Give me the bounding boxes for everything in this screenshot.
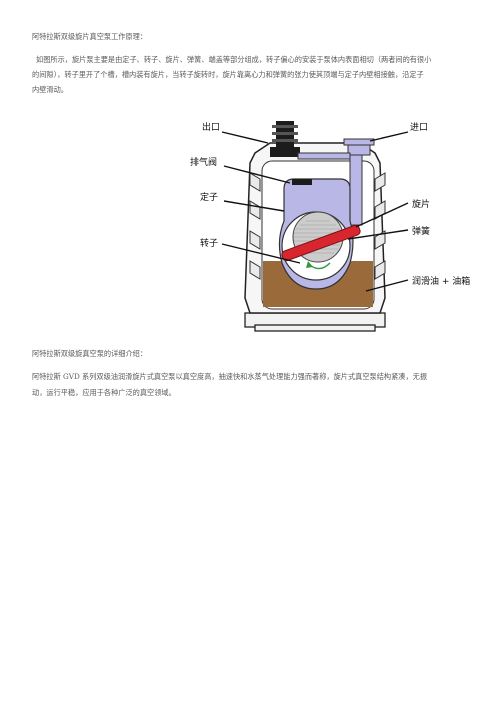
leader-line-oil bbox=[365, 279, 409, 292]
label-spring: 弹簧 bbox=[412, 225, 430, 237]
label-rotor: 转子 bbox=[200, 237, 218, 249]
principle-paragraph-line-3: 内壁滑动。 bbox=[32, 85, 68, 94]
vane bbox=[281, 224, 361, 262]
pump-base-foot bbox=[254, 324, 376, 332]
cooling-fins-left bbox=[249, 172, 261, 280]
intro-heading: 阿特拉斯双级旋真空泵的详细介绍： bbox=[32, 349, 148, 358]
inlet-pipe bbox=[297, 138, 375, 226]
label-inlet: 进口 bbox=[410, 122, 428, 133]
leader-line-spring bbox=[347, 229, 409, 240]
vacuum-pump-diagram: 出口 进口 排气阀 定子 旋片 弹簧 转子 润滑油 + 油箱 bbox=[190, 121, 470, 332]
outlet-pipe bbox=[270, 121, 300, 157]
cooling-fins-right bbox=[374, 172, 386, 280]
rotation-arrowhead-icon bbox=[306, 261, 313, 268]
leader-line-stator bbox=[223, 200, 285, 212]
principle-paragraph-line-2: 的间隙），转子里开了个槽，槽内装有旋片，当转子旋转时，旋片靠离心力和弹簧的张力使… bbox=[32, 70, 424, 79]
leader-line-vane bbox=[355, 202, 409, 228]
intro-paragraph-line-1: 阿特拉斯 GVD 系列双级油润滑旋片式真空泵以真空度高，抽速快和水蒸气处理能力强… bbox=[32, 372, 428, 381]
principle-heading: 阿特拉斯双级旋片真空泵工作原理： bbox=[32, 32, 148, 41]
label-exhaust-valve: 排气阀 bbox=[190, 156, 217, 168]
label-vane: 旋片 bbox=[412, 198, 430, 210]
label-stator: 定子 bbox=[200, 191, 218, 203]
leader-line-exhaust-valve bbox=[223, 165, 291, 184]
label-oil: 润滑油 + 油箱 bbox=[412, 275, 470, 287]
exhaust-valve bbox=[292, 179, 312, 185]
intro-paragraph-line-2: 动，运行平稳，应用于各种广泛的真空领域。 bbox=[32, 388, 176, 397]
label-outlet: 出口 bbox=[202, 121, 220, 133]
leader-line-outlet bbox=[221, 131, 269, 144]
principle-paragraph-line-1: 如图所示，旋片泵主要是由定子、转子、旋片、弹簧、端盖等部分组成，转子偏心的安装于… bbox=[36, 55, 432, 64]
leader-line-rotor bbox=[221, 243, 301, 264]
leader-line-inlet bbox=[369, 131, 409, 142]
